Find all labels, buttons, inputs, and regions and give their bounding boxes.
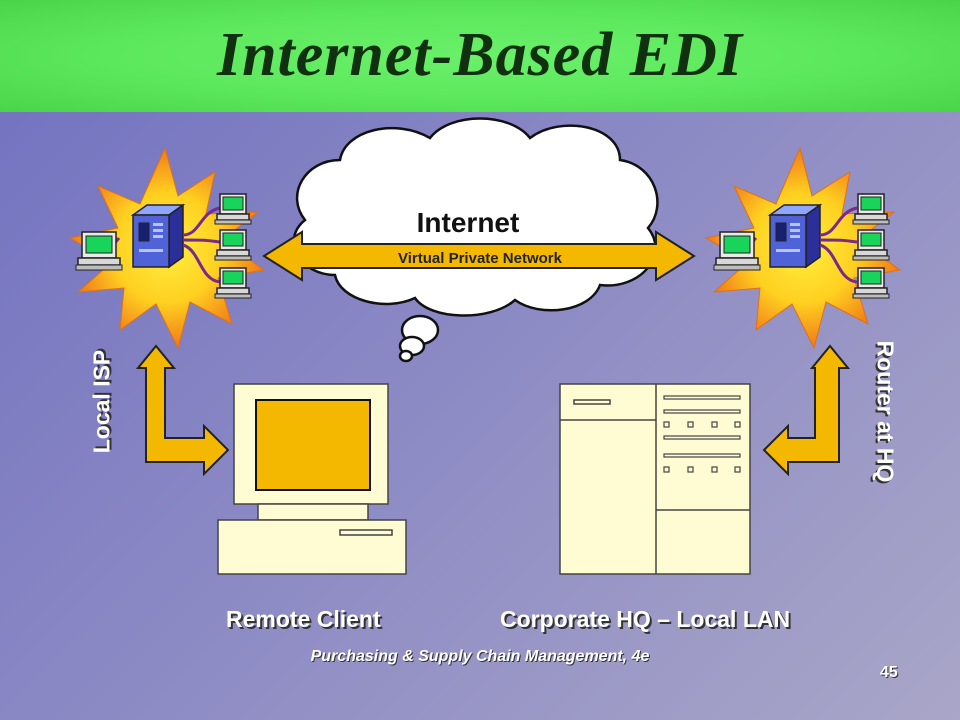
computer-icon [214,193,252,225]
computer-icon [214,229,252,261]
monitor-screen [255,399,371,491]
hq-server-cabinet [559,383,751,575]
computer-icon [852,193,890,225]
elbow-arrow-icon [762,344,851,477]
cloud-label: Internet [417,207,520,238]
server-icon [769,204,821,268]
router-hq-burst [704,146,902,350]
computer-icon [852,267,890,299]
slide-title: Internet-Based EDI [216,21,744,89]
computer-icon [713,231,761,271]
double-arrow-icon [262,230,696,282]
computer-icon [75,231,123,271]
cloud-icon [292,117,659,363]
vpn-label: Virtual Private Network [398,250,563,267]
elbow-arrow-icon [135,344,230,477]
computer-icon [214,267,252,299]
title-banner [0,0,960,112]
remote-client-computer [217,383,407,575]
page-number: 45 [880,664,898,681]
local-isp-burst [68,146,266,350]
computer-icon [852,229,890,261]
remote-client-label: Remote Client [226,606,381,632]
network-cable [182,206,221,284]
footer-citation: Purchasing & Supply Chain Management, 4e [310,648,650,665]
server-icon [132,204,184,268]
corporate-hq-label: Corporate HQ – Local LAN [500,606,791,632]
network-cable [819,206,858,284]
local-isp-label: Local ISP [88,349,115,454]
router-hq-label: Router at HQ [872,340,899,483]
